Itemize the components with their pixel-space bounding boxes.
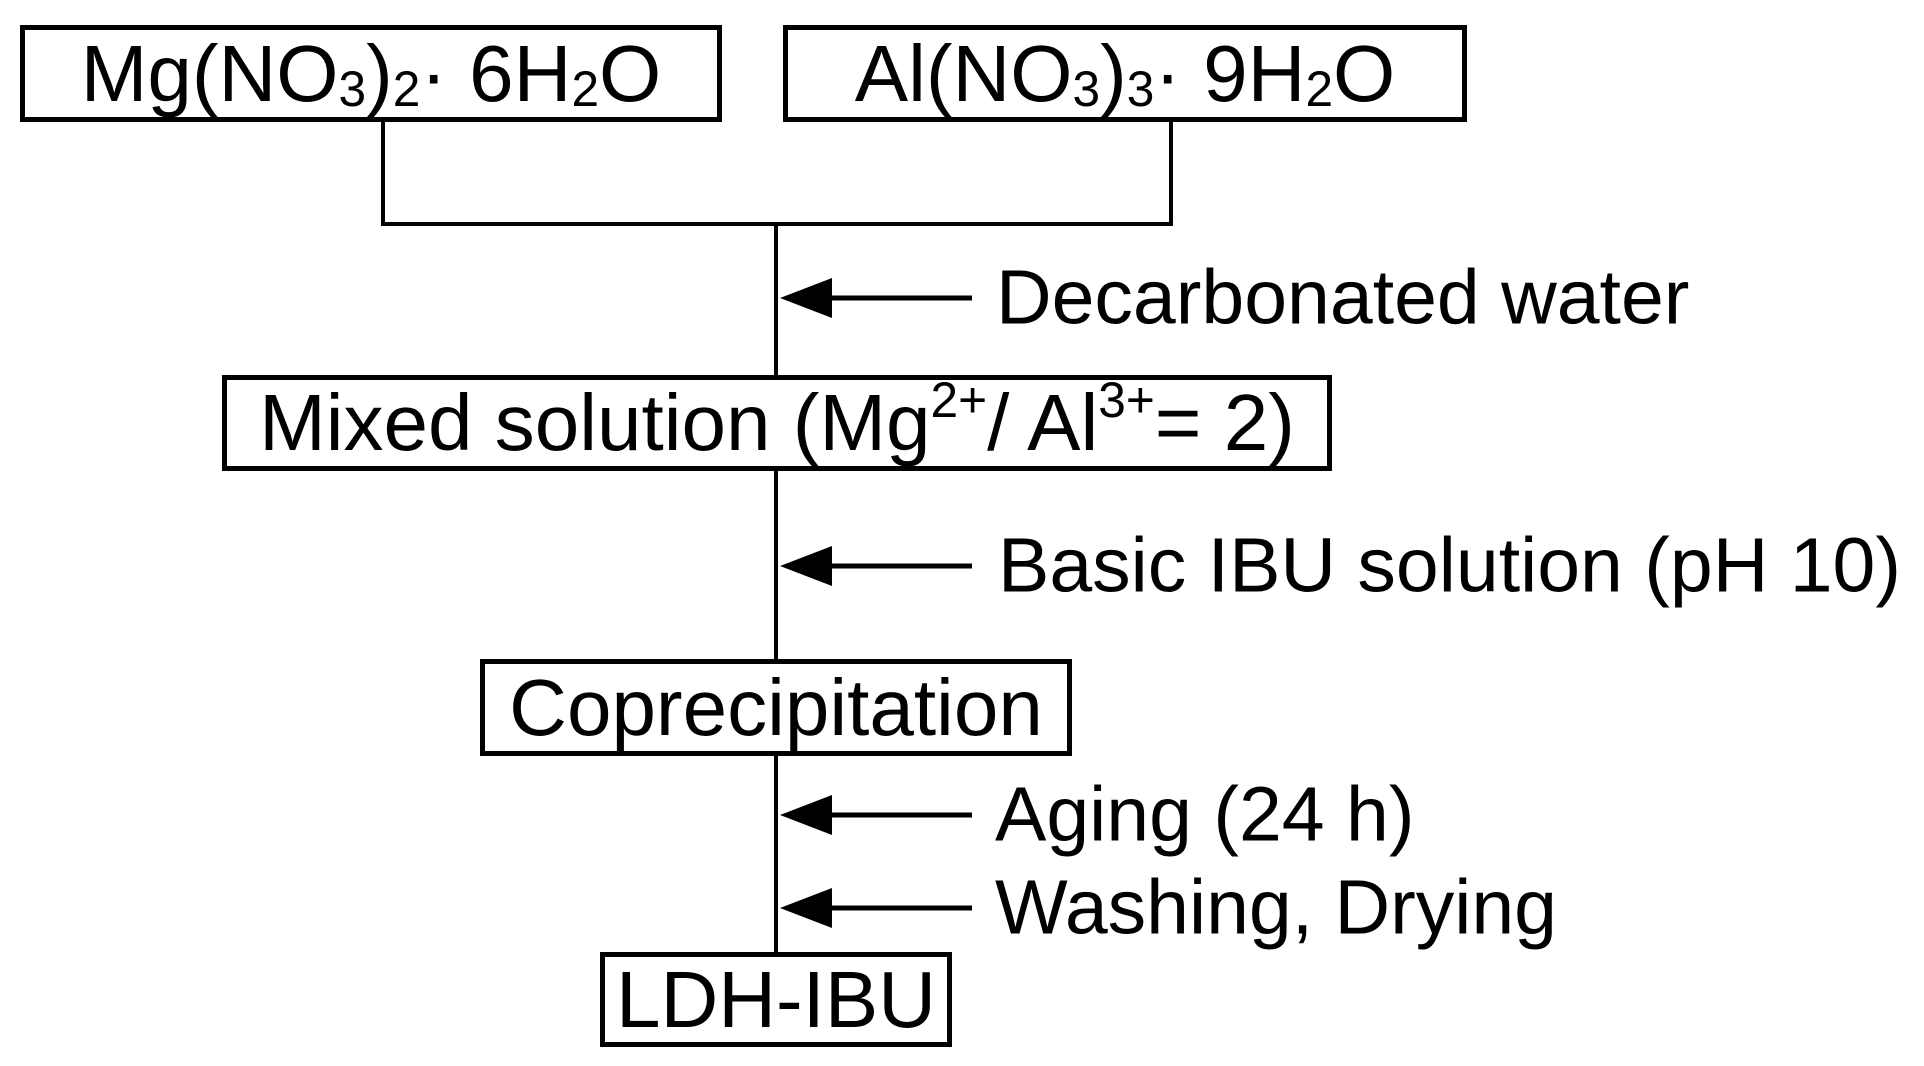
formula-text-segment: · 9H: [1154, 28, 1306, 118]
formula-text-segment: O: [1333, 28, 1396, 118]
main-axis-line-2: [774, 469, 778, 662]
formula-sub-segment: 3: [338, 61, 367, 118]
formula-sup-segment: 3+: [1098, 371, 1155, 428]
left-arrow-icon-washing-drying: [780, 888, 972, 928]
formula-text-segment: Mg(NO: [80, 28, 339, 118]
formula-text-segment: Coprecipitation: [509, 662, 1043, 752]
input-label-decarbonated-water: Decarbonated water: [996, 254, 1690, 341]
formula-sub-segment: 2: [392, 61, 421, 118]
input-label-aging: Aging (24 h): [995, 771, 1415, 858]
formula-text-segment: / Al: [987, 378, 1099, 467]
formula-sub-segment: 3: [1126, 61, 1155, 118]
node-coprecipitation: Coprecipitation: [480, 659, 1072, 756]
formula-text-segment: LDH-IBU: [615, 954, 937, 1044]
formula-text-segment: ): [1100, 28, 1127, 118]
connector-al-drop-line: [1169, 120, 1173, 226]
input-label-basic-ibu-solution: Basic IBU solution (pH 10): [998, 522, 1901, 609]
formula-sub-segment: 2: [1305, 61, 1334, 118]
formula-text-segment: · 6H: [420, 28, 572, 118]
input-label-washing-drying: Washing, Drying: [995, 864, 1558, 951]
main-axis-line-1: [774, 222, 778, 378]
formula-sub-segment: 2: [571, 61, 600, 118]
left-arrow-icon-aging: [780, 795, 972, 835]
formula-sub-segment: 3: [1072, 61, 1101, 118]
formula-text-segment: ): [366, 28, 393, 118]
connector-mg-drop-line: [381, 120, 385, 226]
formula-text-segment: O: [599, 28, 662, 118]
left-arrow-icon-decarbonated-water: [780, 278, 972, 318]
main-axis-line-3: [774, 753, 778, 955]
left-arrow-icon-basic-ibu: [780, 546, 972, 586]
node-ldh-ibu: LDH-IBU: [600, 952, 952, 1047]
formula-text-segment: = 2): [1154, 378, 1295, 467]
formula-sup-segment: 2+: [930, 371, 988, 428]
formula-text-segment: Mixed solution (Mg: [259, 378, 931, 467]
formula-text-segment: Al(NO: [854, 28, 1073, 118]
